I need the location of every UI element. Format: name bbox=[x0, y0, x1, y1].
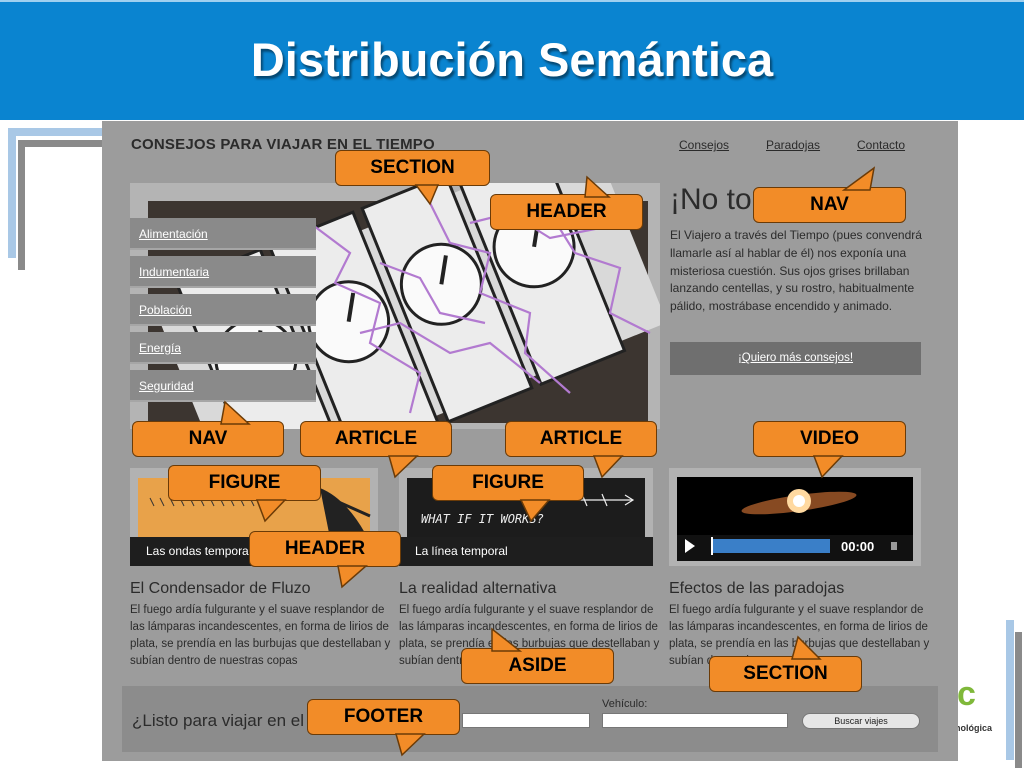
callout-nav-side: NAV bbox=[132, 400, 284, 457]
more-tips-button[interactable]: ¡Quiero más consejos! bbox=[670, 342, 921, 375]
sidebar-item-energia[interactable]: Energía bbox=[130, 332, 316, 364]
callout-nav-top: NAV bbox=[753, 166, 906, 223]
aside-text: El Viajero a través del Tiempo (pues con… bbox=[670, 228, 922, 314]
callout-label: FIGURE bbox=[472, 472, 544, 493]
callout-label: HEADER bbox=[284, 538, 366, 559]
callout-header-card: HEADER bbox=[249, 531, 401, 589]
decor-frame-right-inner bbox=[930, 632, 1022, 768]
site-title: CONSEJOS PARA VIAJAR EN EL TIEMPO bbox=[131, 136, 435, 153]
card-1-title: El Condensador de Fluzo bbox=[130, 580, 311, 597]
callout-label: ASIDE bbox=[508, 655, 567, 676]
callout-video: VIDEO bbox=[753, 421, 906, 479]
slide-banner: Distribución Semántica bbox=[0, 0, 1024, 120]
callout-pointer bbox=[388, 455, 419, 479]
callout-article-1: ARTICLE bbox=[300, 421, 452, 479]
callout-label: FIGURE bbox=[208, 472, 281, 493]
decor-frame-left bbox=[8, 128, 108, 258]
callout-figure-1: FIGURE bbox=[168, 465, 321, 523]
callout-pointer bbox=[414, 184, 440, 206]
galaxy-thumbnail bbox=[741, 489, 857, 515]
callout-pointer bbox=[791, 635, 822, 660]
callout-label: NAV bbox=[188, 428, 228, 449]
search-trips-button[interactable]: Buscar viajes bbox=[802, 713, 920, 729]
chalk-text: WHAT IF IT WORKS? bbox=[421, 512, 544, 526]
callout-label: FOOTER bbox=[343, 706, 424, 727]
callout-footer: FOOTER bbox=[307, 699, 460, 757]
sidebar-item-alimentacion[interactable]: Alimentación bbox=[130, 218, 316, 250]
decor-frame-left-inner bbox=[18, 140, 108, 270]
video-player[interactable]: 00:00 bbox=[677, 477, 913, 561]
callout-pointer bbox=[592, 455, 624, 479]
callout-pointer bbox=[584, 175, 611, 198]
play-icon[interactable] bbox=[685, 539, 695, 553]
aside-heading: ¡No to bbox=[670, 183, 752, 216]
volume-icon[interactable] bbox=[891, 542, 897, 550]
logo-fragment: c nológica bbox=[955, 675, 993, 733]
callout-label: HEADER bbox=[526, 201, 607, 222]
callout-label: SECTION bbox=[370, 157, 455, 178]
video-time: 00:00 bbox=[841, 539, 875, 554]
callout-label: ARTICLE bbox=[539, 428, 623, 449]
video-progress-bar[interactable] bbox=[712, 539, 830, 553]
nav-link-contacto[interactable]: Contacto bbox=[857, 138, 906, 152]
callout-pointer bbox=[220, 400, 251, 425]
callout-pointer bbox=[255, 499, 287, 523]
sidebar-item-poblacion[interactable]: Población bbox=[130, 294, 316, 326]
callout-pointer bbox=[841, 166, 876, 191]
sidebar-item-indumentaria[interactable]: Indumentaria bbox=[130, 256, 316, 288]
vehicle-label: Vehículo: bbox=[602, 698, 648, 710]
callout-pointer bbox=[491, 627, 523, 652]
nav-link-consejos[interactable]: Consejos bbox=[679, 138, 730, 152]
date-input[interactable] bbox=[462, 713, 590, 728]
card-1-text: El fuego ardía fulgurante y el suave res… bbox=[130, 604, 391, 667]
card-2-title: La realidad alternativa bbox=[399, 580, 557, 597]
card-2-caption: La línea temporal bbox=[399, 537, 653, 566]
number-stepper[interactable]: 8 bbox=[572, 713, 579, 725]
callout-section-top: SECTION bbox=[335, 150, 490, 206]
callout-article-2: ARTICLE bbox=[505, 421, 657, 479]
site-footer: ¿Listo para viajar en el 8 Vehículo: Bus… bbox=[122, 686, 938, 752]
callout-figure-2: FIGURE bbox=[432, 465, 584, 523]
video-scrubber-handle[interactable] bbox=[711, 537, 713, 555]
callout-label: ARTICLE bbox=[334, 428, 418, 449]
callout-label: NAV bbox=[810, 194, 849, 215]
nav-link-paradojas[interactable]: Paradojas bbox=[766, 138, 821, 152]
callout-pointer bbox=[812, 455, 844, 479]
callout-pointer bbox=[395, 733, 426, 757]
callout-label: VIDEO bbox=[799, 428, 860, 449]
card-3-title: Efectos de las paradojas bbox=[669, 580, 845, 597]
decor-frame-right bbox=[930, 620, 1014, 760]
callout-aside: ASIDE bbox=[461, 627, 614, 684]
slide-title: Distribución Semántica bbox=[250, 33, 774, 86]
video-card: 00:00 bbox=[669, 468, 921, 566]
footer-question: ¿Listo para viajar en el bbox=[132, 711, 304, 730]
callout-pointer bbox=[337, 565, 368, 589]
callout-pointer bbox=[519, 499, 551, 523]
callout-label: SECTION bbox=[743, 663, 828, 684]
callout-section-bottom: SECTION bbox=[709, 635, 862, 692]
vehicle-input[interactable] bbox=[602, 713, 788, 728]
callout-header-top: HEADER bbox=[490, 175, 643, 230]
sidebar-item-seguridad[interactable]: Seguridad bbox=[130, 370, 316, 402]
